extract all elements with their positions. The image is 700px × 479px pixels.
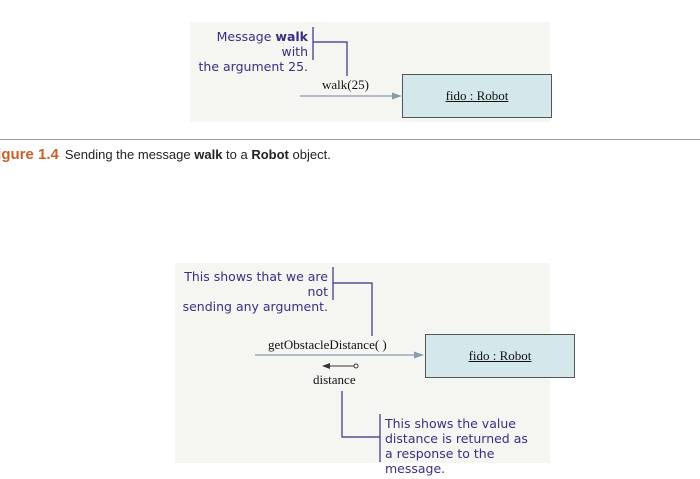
- return-arrow-tail: [353, 363, 359, 369]
- walk-callout-leader: [313, 41, 348, 76]
- walk-callout: Message walk with the argument 25.: [198, 29, 308, 74]
- fido-robot-object-2: fido : Robot: [425, 334, 575, 378]
- get-obstacle-distance-arrowhead: [414, 351, 424, 359]
- get-obstacle-distance-message-label: getObstacleDistance( ): [268, 337, 387, 352]
- walk-arrowhead: [392, 92, 402, 100]
- no-argument-callout-leader: [333, 282, 373, 336]
- object-name-2: fido : Robot: [468, 348, 532, 363]
- fido-robot-object-1: fido : Robot: [402, 74, 552, 118]
- figure-number: Figure 1.4: [0, 146, 59, 163]
- distance-return-label: distance: [313, 372, 356, 387]
- return-value-callout: This shows the value distance is returne…: [385, 416, 528, 476]
- walk-message-label: walk(25): [322, 77, 369, 92]
- return-arrowhead: [322, 363, 330, 369]
- object-name-1: fido : Robot: [445, 88, 509, 103]
- return-value-callout-leader: [341, 391, 380, 438]
- no-argument-callout: This shows that we are not sending any a…: [182, 269, 328, 314]
